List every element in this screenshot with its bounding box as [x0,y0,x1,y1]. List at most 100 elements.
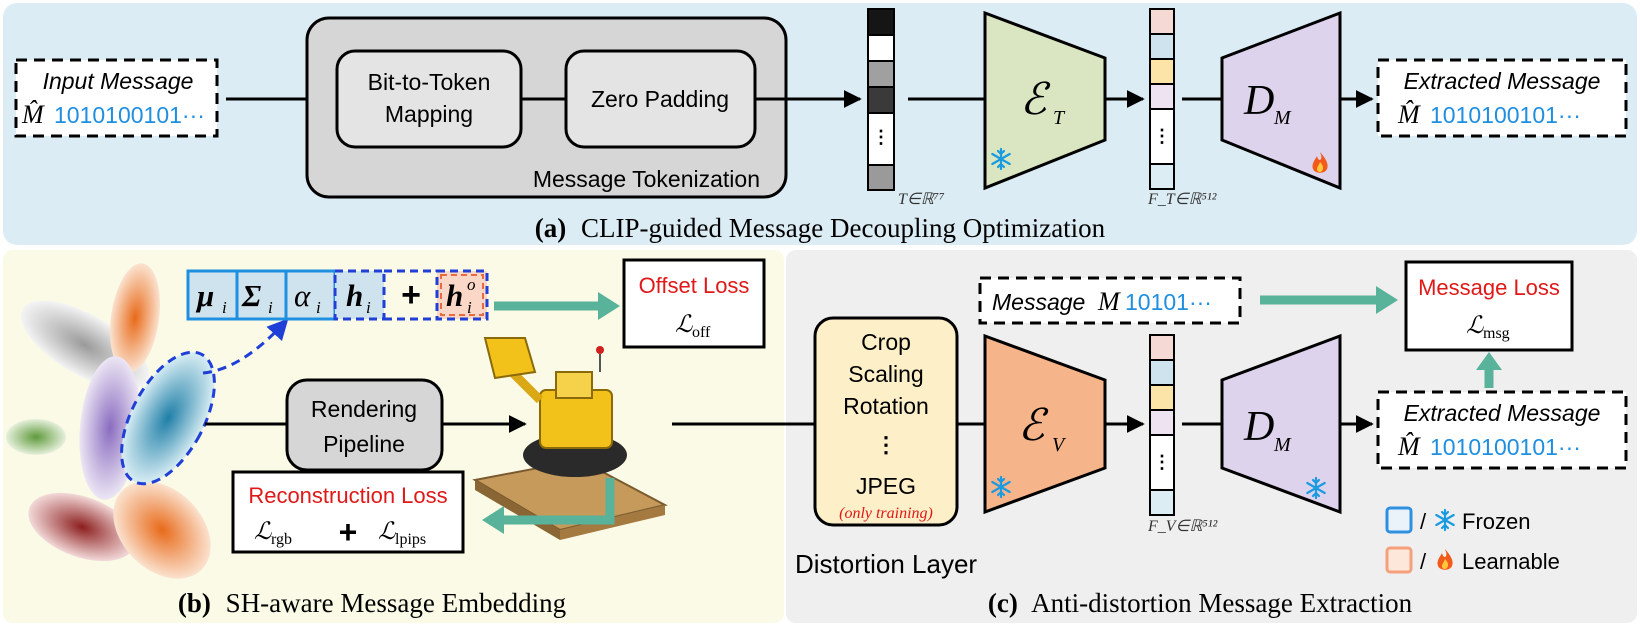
legend-frozen-swatch [1385,506,1413,534]
recon-loss-plus: + [339,514,358,550]
caption-c: (c) Anti-distortion Message Extraction [988,588,1413,618]
extracted-message-bits-c: 1010100101··· [1430,434,1581,460]
caption-a-letter: (a) [535,213,566,243]
teal-arrow-reconstruction-head [482,506,504,534]
legend-slash-2: / [1420,549,1427,574]
bit-to-token-line2: Mapping [385,101,473,127]
distortion-jpeg: JPEG [856,473,916,499]
caption-c-text: Anti-distortion Message Extraction [1031,588,1412,618]
text-feature-dimension-label: F_T∈ℝ⁵¹² [1147,191,1218,208]
attr-h-offset-sup: o [467,275,476,294]
recon-loss-symbol-rgb: ℒ [254,519,272,545]
legend-slash-1: / [1420,509,1427,534]
message-decoder-block-c [1220,333,1342,515]
attr-sigma: Σ [241,278,261,313]
attr-sigma-sub: i [268,298,273,317]
legend-learnable-swatch [1385,546,1413,574]
offset-loss-box [622,258,766,349]
recon-loss-subscript-rgb: rgb [271,531,292,548]
text-encoder-block [983,10,1107,191]
reconstruction-loss-title: Reconstruction Loss [248,483,447,508]
teal-arrow-up-head [1476,352,1502,370]
attr-mu: μ [195,278,214,313]
extracted-message-bits-a: 1010100101··· [1430,102,1581,128]
reconstruction-loss-box [231,470,465,554]
message-box [978,276,1242,325]
message-loss-box [1404,260,1574,352]
extracted-message-title-c: Extracted Message [1404,400,1601,426]
decoder-a-subscript: M [1273,107,1292,129]
offset-loss-title: Offset Loss [639,273,750,298]
message-tokenization-label: Message Tokenization [533,166,760,192]
text-encoder-subscript: T [1053,107,1066,129]
message-bits: 10101··· [1125,289,1212,315]
attr-h-sub: i [366,298,371,317]
legend-frozen-label: Frozen [1462,509,1530,534]
visual-encoder-subscript: V [1052,434,1067,456]
attr-alpha: α [294,278,311,313]
message-title: Message [992,289,1085,315]
distortion-ellipsis: ⋮ [875,432,897,457]
legend: / Frozen / Learnable [1385,506,1560,574]
gaussian-attribute-strip [186,269,489,321]
attr-mu-sub: i [222,298,227,317]
svg-text:⋮: ⋮ [872,127,890,147]
gaussian-cluster-image [6,263,216,579]
token-dimension-label: T∈ℝ⁷⁷ [898,191,945,208]
decoder-a-symbol: D [1243,78,1274,124]
message-loss-symbol: ℒ [1466,313,1484,339]
teal-arrow-offset-head [598,292,620,320]
token-vector: ⋮ [867,8,895,191]
visual-feature-vector: ⋮ [1149,334,1175,516]
caption-a-text: CLIP-guided Message Decoupling Optimizat… [581,213,1106,243]
caption-a: (a) CLIP-guided Message Decoupling Optim… [535,213,1106,243]
input-message-bits: 1010100101··· [54,102,205,128]
message-loss-title: Message Loss [1418,275,1560,300]
only-training-label: (only training) [839,505,933,522]
svg-text:⋮: ⋮ [1153,126,1171,146]
message-loss-subscript: msg [1483,325,1510,342]
text-encoder-symbol: ℰ [1020,75,1051,124]
text-feature-vector: ⋮ [1149,8,1175,190]
offset-loss-symbol: ℒ [675,312,693,338]
input-message-box [14,58,219,138]
input-message-title: Input Message [43,68,194,94]
recon-loss-subscript-lpips: lpips [395,531,426,548]
zero-padding-label: Zero Padding [591,86,729,112]
bit-to-token-box [335,49,523,149]
distortion-layer-box [813,316,959,527]
attr-plus: + [401,276,421,314]
recon-loss-symbol-lpips: ℒ [378,519,396,545]
message-decoder-block-a [1220,10,1342,191]
attr-h-offset-sub: i [467,298,472,317]
teal-arrow-message-head [1376,286,1398,314]
legend-learnable-label: Learnable [1462,549,1560,574]
input-message-symbol: M̂ [21,100,45,129]
extracted-message-symbol-a: M̂ [1397,100,1421,129]
rendered-bulldozer-image [472,337,668,540]
visual-encoder-block [983,333,1107,515]
rendering-line2: Pipeline [323,431,405,457]
visual-encoder-symbol: ℰ [1018,401,1049,450]
caption-b: (b) SH-aware Message Embedding [178,588,566,618]
decoder-c-symbol: D [1243,404,1274,450]
caption-c-letter: (c) [988,588,1018,618]
attr-h: h [346,278,363,313]
extracted-message-symbol-c: M̂ [1397,432,1421,461]
bit-to-token-line1: Bit-to-Token [368,69,491,95]
attr-h-offset: h [446,278,463,313]
attr-alpha-sub: i [316,298,321,317]
caption-b-text: SH-aware Message Embedding [226,588,566,618]
distortion-scaling: Scaling [848,361,923,387]
distortion-layer-label: Distortion Layer [795,549,977,579]
teal-arrow-reconstruction [502,478,615,525]
svg-text:⋮: ⋮ [1153,452,1171,472]
dashed-arrow-to-attributes [202,318,289,375]
decoder-c-subscript: M [1273,434,1292,456]
extracted-message-title-a: Extracted Message [1404,68,1601,94]
visual-feature-dimension-label: F_V∈ℝ⁵¹² [1147,518,1219,535]
offset-loss-subscript: off [692,324,711,341]
caption-b-letter: (b) [178,588,211,618]
